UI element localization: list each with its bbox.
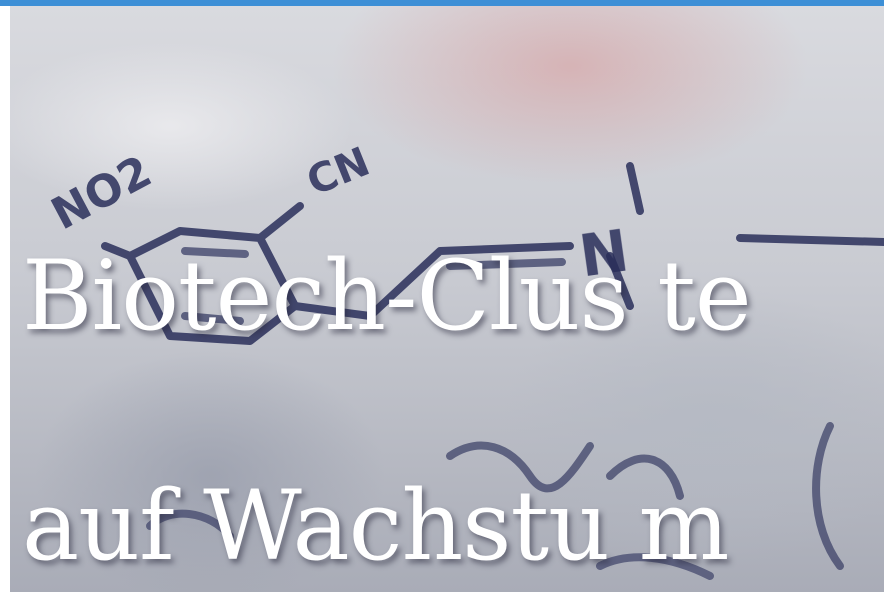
left-margin-strip — [0, 0, 10, 592]
ring-inner-bond — [181, 247, 249, 258]
handwriting-stroke — [146, 509, 234, 540]
formula-label-no2: NO2 — [43, 146, 160, 240]
ring-inner-bond-2 — [181, 312, 244, 325]
hero-photo: NO2 CN N — [10, 6, 884, 592]
bond-cn — [256, 202, 304, 242]
n-bond-up — [626, 162, 644, 215]
formula-label-cn: CN — [301, 139, 376, 205]
chain-bond — [291, 242, 574, 320]
chemical-formula-drawing: NO2 CN N — [43, 139, 884, 580]
handwriting-stroke-5 — [596, 553, 714, 580]
bond-no2 — [101, 242, 134, 260]
handwriting-stroke-3 — [606, 454, 684, 500]
n-bond-right — [736, 234, 884, 246]
headline-line-2: auf Wachstu m — [22, 470, 729, 582]
handwriting-stroke-4 — [812, 422, 844, 570]
n-bond-down — [606, 252, 634, 310]
accent-bar — [0, 0, 884, 6]
chain-double-bond — [446, 258, 566, 270]
formula-label-n: N — [575, 216, 633, 290]
headline-line-1: Biotech-Clus te — [22, 240, 752, 352]
handwriting-stroke-2 — [446, 441, 594, 493]
